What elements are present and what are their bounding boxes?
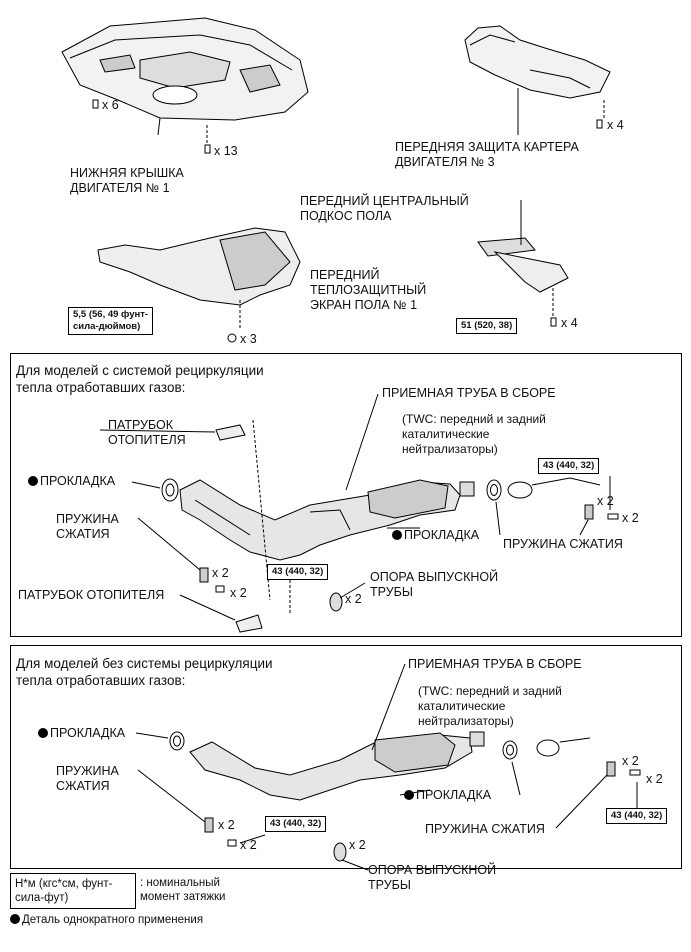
panel2-torque-right: 43 (440, 32): [606, 808, 668, 824]
front-center-floor-brace: [477, 200, 569, 318]
panel2-label-gasket-left: ПРОКЛАДКА: [38, 726, 125, 741]
panel2-support: [333, 842, 347, 862]
non-reusable-icon: [404, 790, 414, 800]
panel1-support: [329, 592, 343, 612]
torque-brace: 51 (520, 38): [456, 318, 518, 334]
qty-bolt-brace: x 4: [561, 316, 578, 330]
panel2-bolt-left: [227, 839, 237, 847]
panel2-label-spring-right: ПРУЖИНА СЖАТИЯ: [425, 822, 545, 836]
qty-bolt-cover: x 13: [214, 144, 238, 158]
panel1-qty-spring-right: x 2: [597, 494, 614, 508]
panel2-torque-left: 43 (440, 32): [265, 816, 327, 832]
panel1-label-heater-pipe-2: ПАТРУБОК ОТОПИТЕЛЯ: [18, 588, 165, 602]
panel2-front-pipe-assembly: [189, 731, 485, 801]
panel1-label-gasket-left: ПРОКЛАДКА: [28, 474, 115, 489]
panel2-spring-right: [606, 761, 616, 777]
legend-torque-unit: Н*м (кгс*см, фунт-сила-фут): [10, 873, 136, 909]
front-floor-heat-insulator-1: [97, 227, 301, 343]
panel2-qty-bolt-left: x 2: [240, 838, 257, 852]
bolt-x4-brace: [550, 317, 557, 327]
non-reusable-icon: [392, 530, 402, 540]
bolt-x4-front: [596, 119, 603, 129]
qty-bolt-front-cover: x 4: [607, 118, 624, 132]
panel2-gasket-right: [502, 740, 518, 760]
non-reusable-icon: [28, 476, 38, 486]
panel1-qty-support: x 2: [345, 592, 362, 606]
panel2-qty-spring-right: x 2: [622, 754, 639, 768]
panel1-heater-pipe-1: [215, 424, 246, 441]
engine-under-cover-1: [61, 17, 309, 136]
non-reusable-icon: [10, 914, 20, 924]
legend-non-reusable: Деталь однократного применения: [10, 914, 203, 926]
torque-heat-insulator: 5,5 (56, 49 фунт-сила-дюймов): [68, 307, 154, 335]
bolt-x13: [204, 144, 211, 154]
panel1-spring-left: [199, 567, 209, 583]
panel2-bolt-right: [629, 769, 641, 776]
panel-without-heat-recirculation: [10, 645, 682, 869]
panel2-gasket-left: [169, 731, 185, 751]
panel1-label-gasket-right: ПРОКЛАДКА: [392, 528, 479, 543]
panel2-label-gasket-right: ПРОКЛАДКА: [404, 788, 491, 803]
panel1-qty-bolt-left: x 2: [230, 586, 247, 600]
panel2-qty-support: x 2: [349, 838, 366, 852]
qty-clip: x 6: [102, 98, 119, 112]
qty-nut-heat-insulator: x 3: [240, 332, 257, 346]
panel1-torque-left: 43 (440, 32): [267, 564, 329, 580]
panel1-heater-pipe-2: [235, 614, 263, 633]
panel2-flange: [536, 737, 591, 757]
panel1-front-pipe-assembly: [179, 479, 475, 561]
panel1-qty-spring-left: x 2: [212, 566, 229, 580]
clip-x6: [92, 99, 99, 109]
panel-with-heat-recirculation: [10, 353, 682, 637]
panel1-flange: [507, 477, 601, 499]
front-engine-cover-3: [464, 25, 611, 135]
non-reusable-icon: [38, 728, 48, 738]
panel1-bolt-left: [215, 585, 225, 593]
panel1-torque-right: 43 (440, 32): [538, 458, 600, 474]
panel2-spring-left: [204, 817, 214, 833]
panel1-bolt-right: [607, 513, 619, 520]
panel1-spring-right: [584, 504, 594, 520]
panel2-qty-bolt-right: x 2: [646, 772, 663, 786]
panel2-label-front-pipe-assembly: ПРИЕМНАЯ ТРУБА В СБОРЕ: [408, 657, 582, 671]
panel1-label-front-pipe-assembly: ПРИЕМНАЯ ТРУБА В СБОРЕ: [382, 386, 556, 400]
panel1-gasket-left: [161, 478, 179, 502]
panel1-qty-bolt-right: x 2: [622, 511, 639, 525]
panel1-gasket-right: [486, 479, 502, 501]
panel1-label-spring-right: ПРУЖИНА СЖАТИЯ: [503, 537, 623, 551]
panel2-qty-spring-left: x 2: [218, 818, 235, 832]
